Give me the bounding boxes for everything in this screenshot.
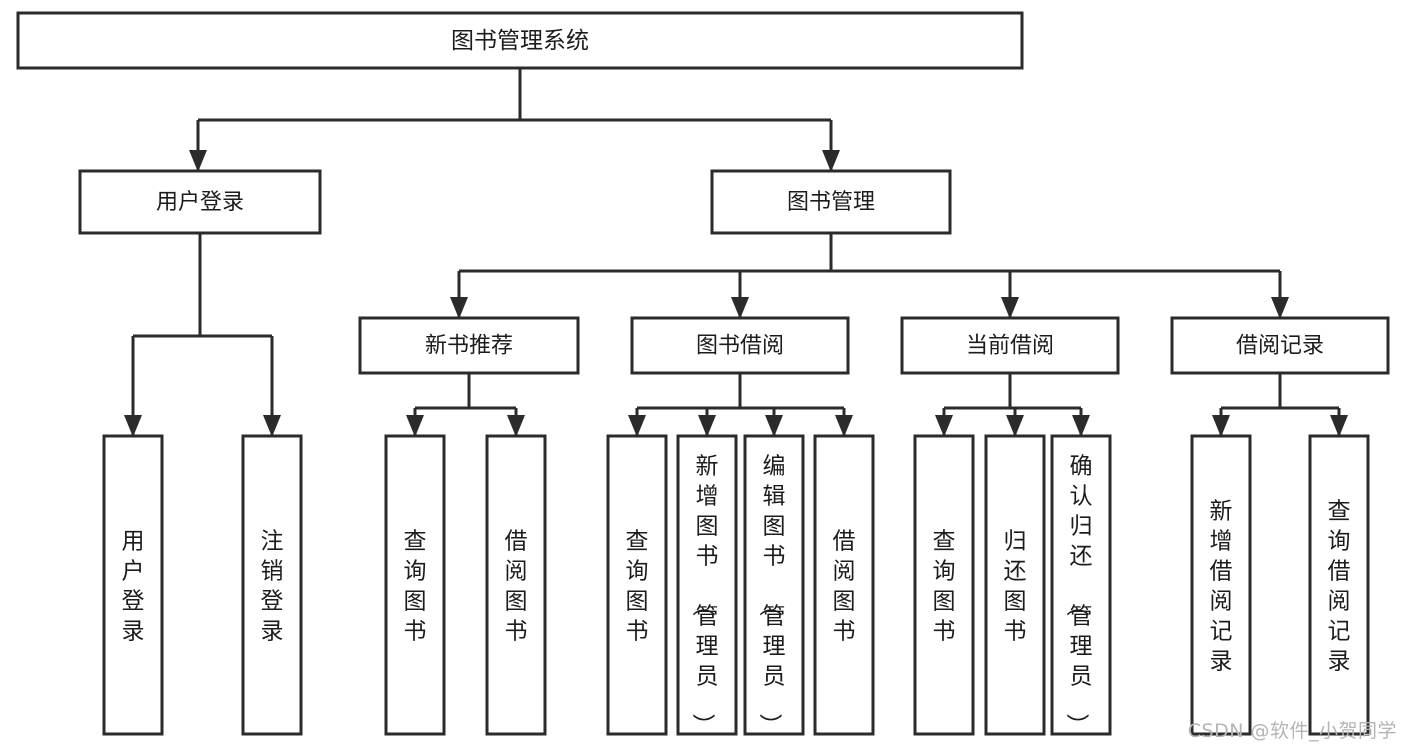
node-label-leaf-bb-borrow-book: 借阅图书 — [833, 528, 856, 644]
node-label-leaf-cb-return-book: 归还图书 — [1004, 528, 1027, 644]
node-label-leaf-bb-edit-book: 编辑图书（管理员） — [757, 453, 786, 736]
node-label-leaf-cb-query-book: 查询图书 — [933, 528, 956, 644]
node-label-user-login: 用户登录 — [156, 190, 244, 215]
arrow-head-icon — [124, 415, 142, 437]
node-leaf-bb-add-book[interactable]: 新增图书（管理员） — [676, 434, 738, 736]
node-box-leaf-br-query-record[interactable] — [1308, 434, 1370, 736]
node-box-book-manage[interactable] — [710, 169, 952, 235]
node-leaf-cb-return-book[interactable]: 归还图书 — [984, 434, 1046, 736]
nodes-layer: 图书管理系统用户登录图书管理新书推荐图书借阅当前借阅借阅记录用户登录注销登录查询… — [16, 11, 1390, 736]
node-box-leaf-bb-query-book[interactable] — [606, 434, 668, 736]
arrow-head-icon — [698, 415, 716, 437]
node-box-borrow-record[interactable] — [1170, 316, 1390, 375]
node-box-leaf-user-login[interactable] — [102, 434, 164, 736]
connector-edge-new-book-rec-group — [406, 373, 525, 437]
node-leaf-bb-borrow-book[interactable]: 借阅图书 — [813, 434, 875, 736]
node-label-leaf-rec-query-book: 查询图书 — [404, 528, 427, 644]
node-label-leaf-br-add-record: 新增借阅记录 — [1210, 498, 1233, 674]
node-box-leaf-cb-return-book[interactable] — [984, 434, 1046, 736]
node-box-user-login[interactable] — [78, 169, 322, 235]
arrow-head-icon — [731, 297, 749, 319]
node-current-borrow[interactable]: 当前借阅 — [900, 316, 1120, 375]
node-leaf-user-login[interactable]: 用户登录 — [102, 434, 164, 736]
arrow-head-icon — [935, 415, 953, 437]
node-box-leaf-rec-query-book[interactable] — [384, 434, 446, 736]
node-label-new-book-rec: 新书推荐 — [425, 334, 513, 359]
node-leaf-bb-edit-book[interactable]: 编辑图书（管理员） — [743, 434, 805, 736]
node-box-leaf-cb-query-book[interactable] — [913, 434, 975, 736]
watermark-label: CSDN @软件_小贺同学 — [1187, 720, 1397, 742]
node-label-leaf-user-login: 用户登录 — [122, 528, 145, 644]
node-label-leaf-rec-borrow-book: 借阅图书 — [505, 528, 528, 644]
arrow-head-icon — [628, 415, 646, 437]
node-label-leaf-user-logout: 注销登录 — [261, 528, 284, 644]
arrow-head-icon — [765, 415, 783, 437]
node-leaf-br-query-record[interactable]: 查询借阅记录 — [1308, 434, 1370, 736]
arrow-head-icon — [1271, 297, 1289, 319]
node-leaf-rec-query-book[interactable]: 查询图书 — [384, 434, 446, 736]
node-label-current-borrow: 当前借阅 — [966, 334, 1054, 359]
arrow-head-icon — [1006, 415, 1024, 437]
node-box-leaf-rec-borrow-book[interactable] — [485, 434, 547, 736]
edges-layer — [124, 68, 1348, 437]
node-borrow-record[interactable]: 借阅记录 — [1170, 316, 1390, 375]
node-box-book-borrow[interactable] — [630, 316, 850, 375]
node-leaf-user-logout[interactable]: 注销登录 — [241, 434, 303, 736]
node-leaf-cb-confirm-return[interactable]: 确认归还（管理员） — [1050, 434, 1112, 736]
connector-edge-book-borrow-group — [628, 373, 853, 437]
arrow-head-icon — [1072, 415, 1090, 437]
node-leaf-rec-borrow-book[interactable]: 借阅图书 — [485, 434, 547, 736]
node-box-leaf-user-logout[interactable] — [241, 434, 303, 736]
node-box-leaf-bb-add-book[interactable] — [676, 434, 738, 736]
connector-edge-borrow-record-group — [1212, 373, 1348, 437]
node-label-borrow-record: 借阅记录 — [1236, 334, 1324, 359]
connector-edge-current-borrow-group — [935, 373, 1090, 437]
node-leaf-cb-query-book[interactable]: 查询图书 — [913, 434, 975, 736]
node-box-root[interactable] — [16, 11, 1024, 70]
node-box-leaf-bb-borrow-book[interactable] — [813, 434, 875, 736]
arrow-head-icon — [189, 150, 207, 172]
node-label-book-borrow: 图书借阅 — [696, 334, 784, 359]
node-user-login[interactable]: 用户登录 — [78, 169, 322, 235]
arrow-head-icon — [835, 415, 853, 437]
arrow-head-icon — [406, 415, 424, 437]
node-leaf-bb-query-book[interactable]: 查询图书 — [606, 434, 668, 736]
connector-edge-user-login-group — [124, 233, 281, 437]
arrow-head-icon — [507, 415, 525, 437]
node-new-book-rec[interactable]: 新书推荐 — [358, 316, 580, 375]
arrow-head-icon — [822, 150, 840, 172]
node-box-leaf-cb-confirm-return[interactable] — [1050, 434, 1112, 736]
arrow-head-icon — [1001, 297, 1019, 319]
node-label-leaf-cb-confirm-return: 确认归还（管理员） — [1064, 453, 1093, 736]
node-book-borrow[interactable]: 图书借阅 — [630, 316, 850, 375]
arrow-head-icon — [1330, 415, 1348, 437]
arrow-head-icon — [450, 297, 468, 319]
node-label-root: 图书管理系统 — [451, 28, 589, 54]
node-box-leaf-bb-edit-book[interactable] — [743, 434, 805, 736]
connector-edge-root-group — [189, 68, 840, 172]
node-box-new-book-rec[interactable] — [358, 316, 580, 375]
node-label-leaf-bb-query-book: 查询图书 — [626, 528, 649, 644]
node-label-book-manage: 图书管理 — [787, 190, 875, 215]
node-book-manage[interactable]: 图书管理 — [710, 169, 952, 235]
connector-edge-book-manage-group — [450, 233, 1289, 319]
arrow-head-icon — [263, 415, 281, 437]
node-label-leaf-bb-add-book: 新增图书（管理员） — [690, 453, 719, 736]
node-leaf-br-add-record[interactable]: 新增借阅记录 — [1190, 434, 1252, 736]
node-root[interactable]: 图书管理系统 — [16, 11, 1024, 70]
node-box-current-borrow[interactable] — [900, 316, 1120, 375]
node-label-leaf-br-query-record: 查询借阅记录 — [1328, 498, 1351, 674]
arrow-head-icon — [1212, 415, 1230, 437]
node-box-leaf-br-add-record[interactable] — [1190, 434, 1252, 736]
